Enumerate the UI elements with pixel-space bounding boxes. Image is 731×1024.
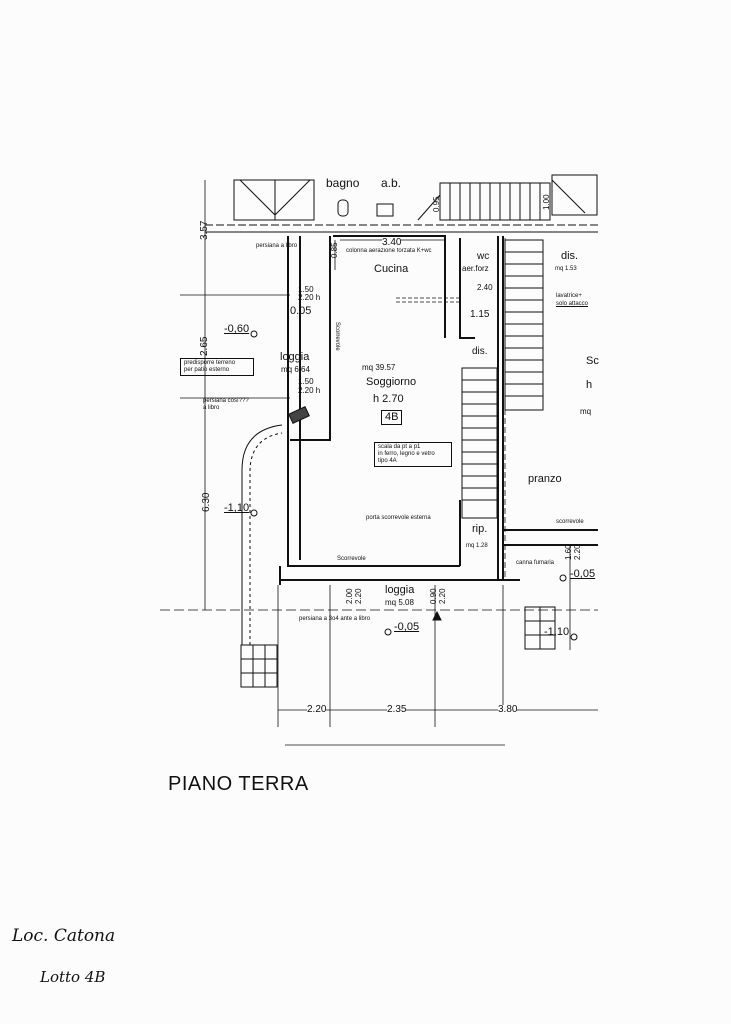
dim-220a: 2.20 h: [298, 293, 321, 302]
garden-path: [241, 424, 283, 645]
note-persiana-3o4: persiana a 3o4 ante a libro: [299, 616, 371, 622]
room-height-soggiorno: h 2.70: [373, 393, 404, 405]
dim-095: 0.95: [432, 196, 441, 212]
dim-090: 0.90: [429, 588, 438, 604]
top-structures: [233, 174, 598, 221]
room-height-partial: h: [586, 379, 593, 391]
dim-220e: 2.20: [438, 588, 447, 604]
level-005-right: -0,05: [570, 568, 596, 580]
note-scorrevole-bottom: Scorrevole: [337, 556, 366, 562]
walls: [205, 224, 598, 585]
dim-220b: 2.20 h: [298, 386, 321, 395]
note-predisporre-1: predisporre terreno: [184, 360, 236, 366]
dim-200: 2.00: [345, 588, 354, 604]
note-predisporre-2: per patio esterno: [184, 366, 230, 373]
note-persiana-libro: persiana a libro: [256, 243, 298, 249]
level-110-right: -1,10: [544, 626, 570, 638]
room-label-loggia-left: loggia: [280, 351, 310, 363]
note-scorrevole-right: scorrevole: [556, 519, 584, 525]
dim-220f: 2.20: [307, 704, 327, 715]
room-label-pranzo: pranzo: [528, 473, 562, 485]
wc-note: aer.forz: [462, 264, 489, 273]
dim-235: 2.35: [387, 704, 407, 715]
note-persiana-cosi-2: a libro: [203, 405, 220, 411]
note-scala-2: in ferro, legno e vetro: [378, 450, 435, 457]
handwritten-lot: Lotto 4B: [40, 968, 106, 986]
note-porta-scorrevole: porta scorrevole esterna: [366, 515, 431, 521]
level-060: -0,60: [224, 323, 250, 335]
room-label-loggia-bottom: loggia: [385, 584, 415, 596]
dim-115: 1.15: [470, 309, 490, 320]
dim-005a: 0.05: [290, 305, 312, 317]
handwritten-location: Loc. Catona: [12, 926, 116, 946]
note-lavatrice-2: solo attacco: [556, 301, 589, 307]
level-markers: [250, 330, 578, 641]
dim-357: 3.57: [199, 220, 210, 240]
room-label-soggiorno: Soggiorno: [366, 376, 417, 388]
note-scala-1: scala da pt a p1: [378, 444, 421, 450]
dim-150b: 1.50: [298, 377, 314, 386]
room-area-rip: mq 1.28: [466, 543, 488, 549]
room-label-partial: Sc: [586, 355, 599, 367]
room-area-loggia-left: mq 6.64: [281, 365, 310, 374]
note-persiana-cosi-1: persiana così???: [203, 398, 249, 404]
note-colonna: colonna aerazione forzata K+wc: [346, 248, 432, 254]
dim-340: 3.40: [382, 237, 402, 248]
room-label-rip: rip.: [472, 523, 488, 535]
note-predisporre: predisporre terreno per patio esterno: [180, 358, 254, 376]
dim-085: 0.85: [330, 242, 339, 258]
note-canna-fumaria: canna fumaria: [516, 560, 555, 566]
note-scala: scala da pt a p1 in ferro, legno e vetro…: [374, 442, 452, 467]
note-scorrevole-vertical: Scorrevole: [334, 322, 340, 351]
dim-240: 2.40: [477, 283, 493, 292]
room-area-loggia-bottom: mq 5.08: [385, 598, 414, 607]
dim-150a: 1.50: [298, 285, 314, 294]
shutter-symbol: [288, 406, 310, 424]
dimension-lines: [160, 180, 598, 746]
dim-380: 3.80: [498, 704, 518, 715]
room-label-dis-mid: dis.: [472, 346, 488, 357]
room-area-dis-top: mq 1.53: [555, 266, 577, 272]
dim-160: 1.60: [564, 544, 573, 560]
unit-badge: 4B: [381, 410, 403, 425]
room-area-partial: mq: [580, 407, 592, 416]
note-lavatrice-1: lavatrice+: [556, 293, 582, 299]
note-scala-3: tipo 4A: [378, 457, 397, 464]
entrance-arrow: [432, 610, 442, 621]
room-area-soggiorno: mq 39.57: [362, 363, 396, 372]
dim-100: 1.00: [542, 194, 551, 210]
dim-630: 6.30: [201, 492, 212, 512]
room-label-bagno: bagno: [326, 176, 360, 190]
dim-220d: 2.20: [354, 588, 363, 604]
plan-title: PIANO TERRA: [168, 773, 309, 795]
dim-265: 2.65: [199, 336, 210, 356]
room-label-ab: a.b.: [381, 176, 402, 190]
room-label-wc: wc: [477, 251, 490, 262]
room-label-dis-top: dis.: [561, 250, 579, 262]
level-005-bottom: -0,05: [394, 621, 420, 633]
dim-220c: 2.20: [573, 544, 582, 560]
room-label-cucina: Cucina: [374, 263, 409, 275]
level-110-left: -1,10: [224, 502, 250, 514]
